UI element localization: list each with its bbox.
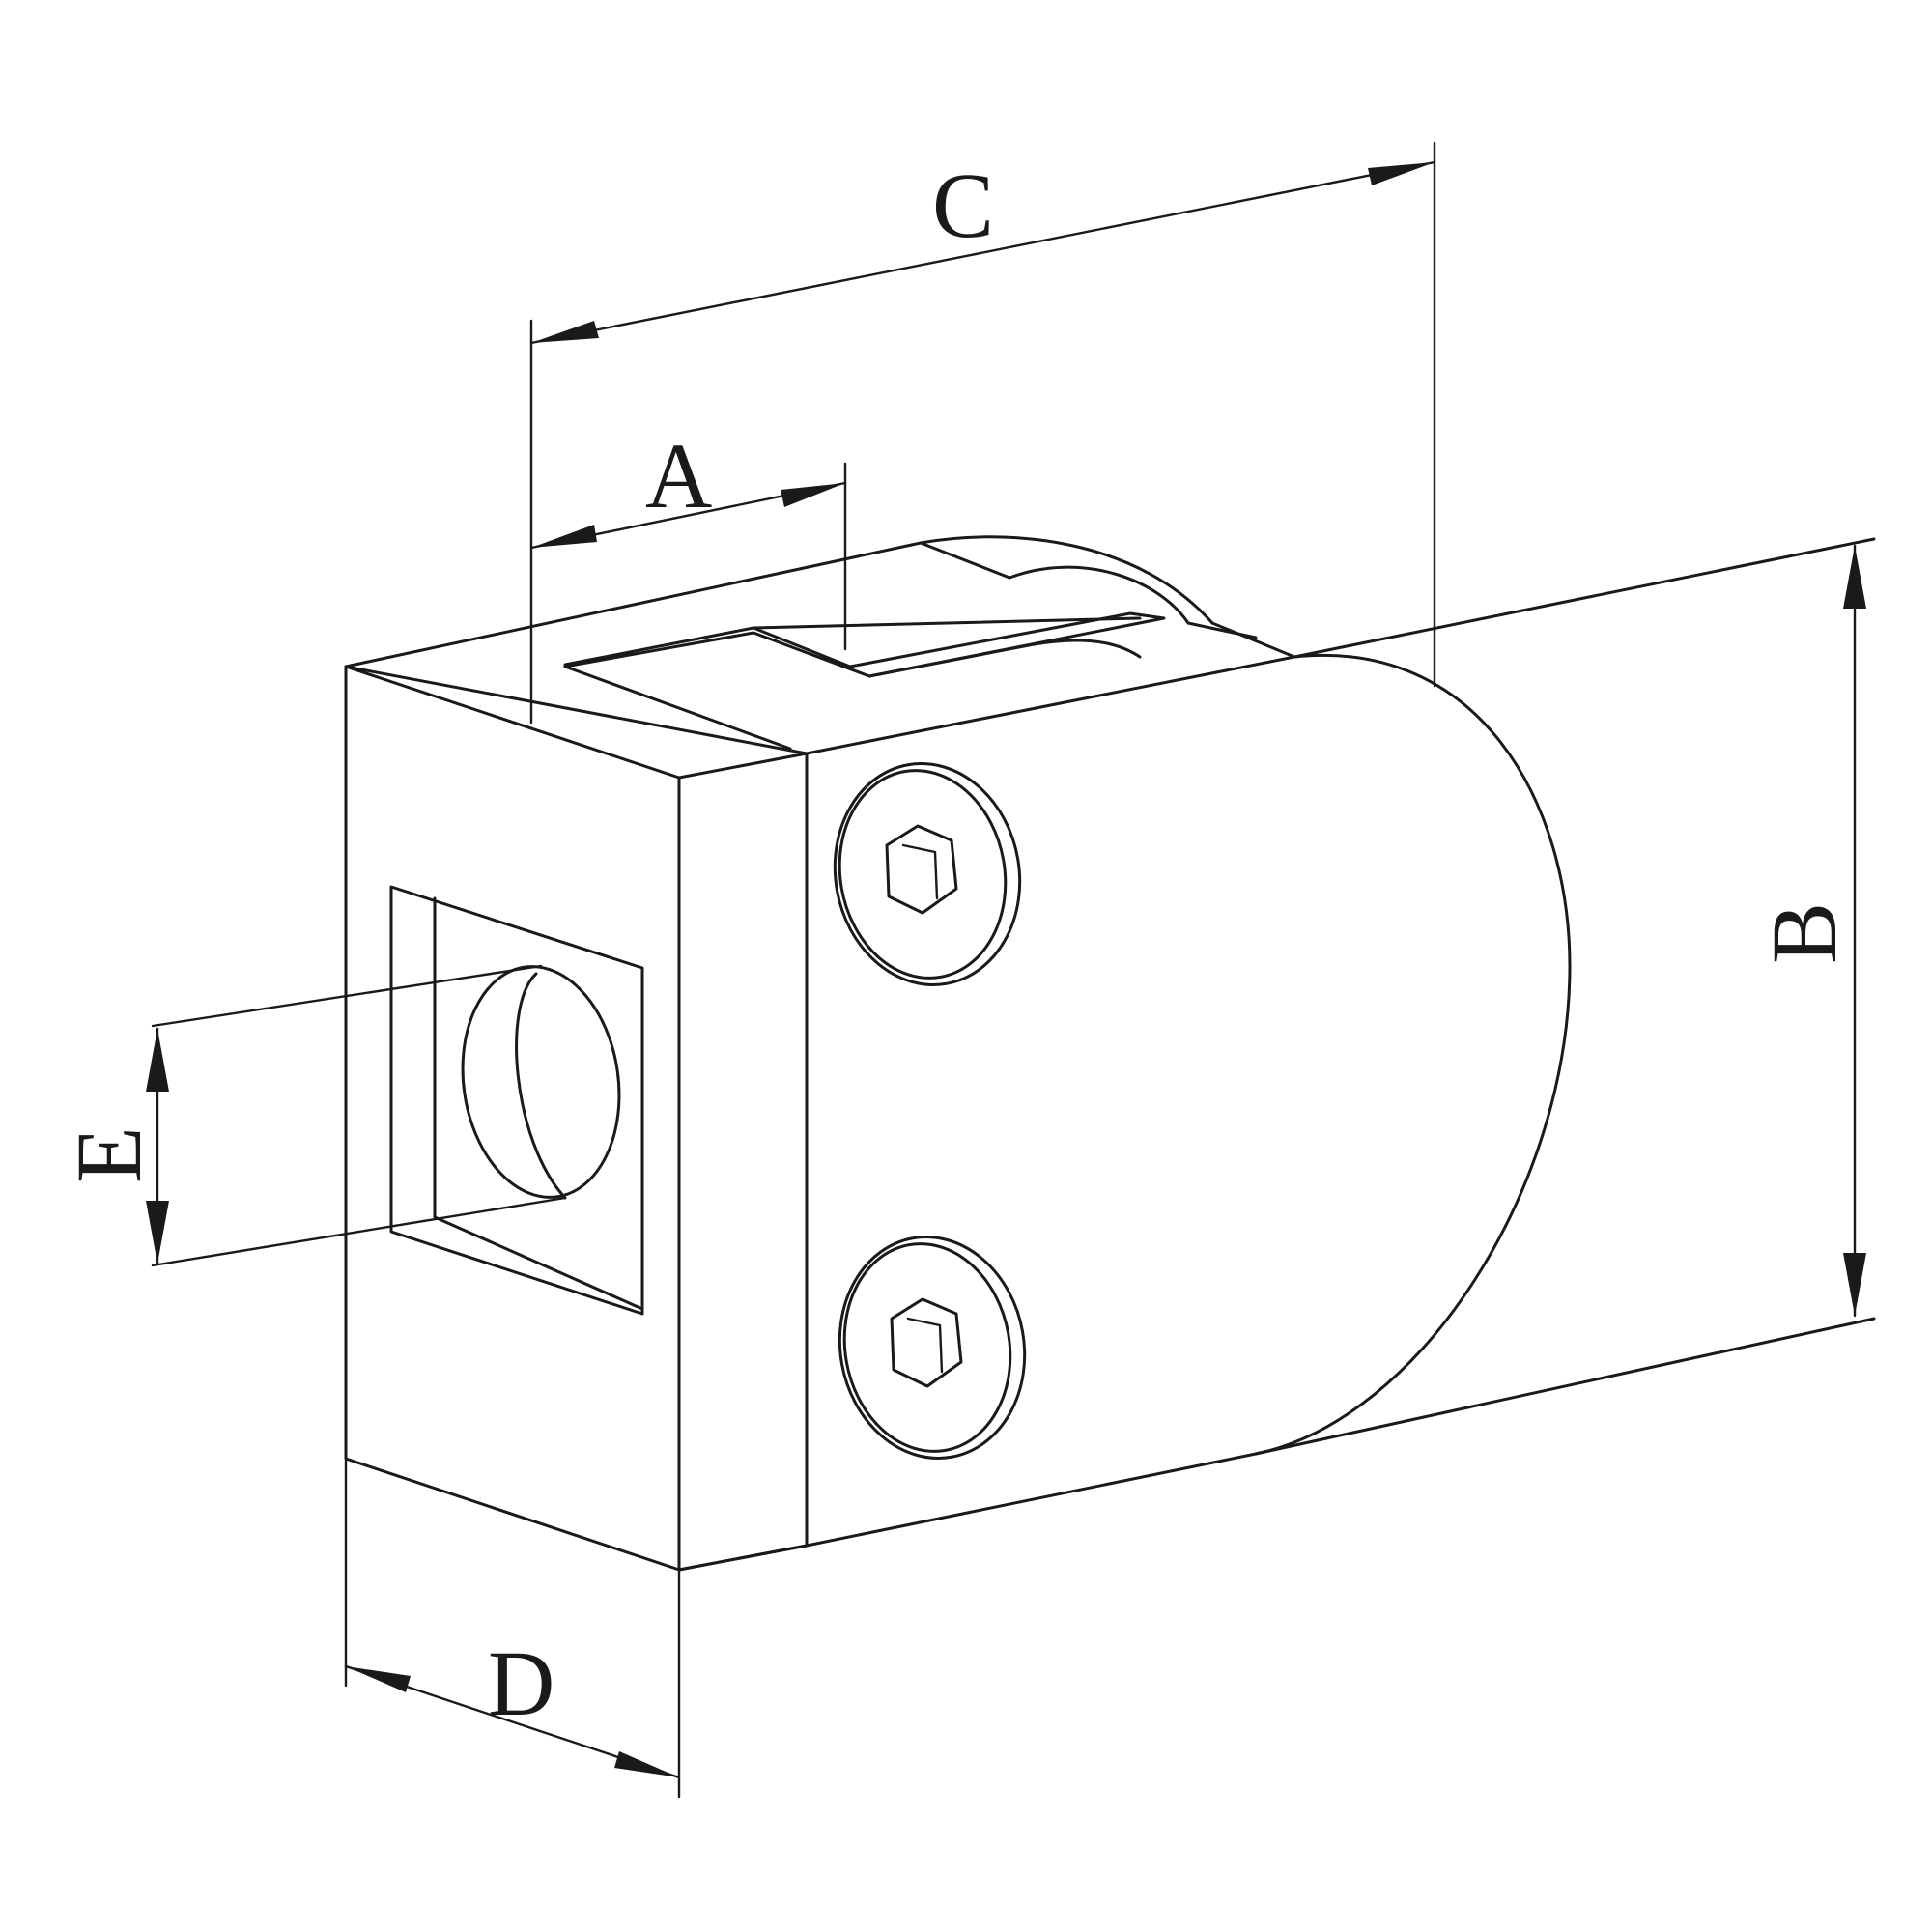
screw-bottom xyxy=(838,1236,1027,1460)
dim-c-label: C xyxy=(932,154,994,257)
screw-top-hex-socket-icon xyxy=(885,824,958,915)
dim-e-ext-top xyxy=(151,964,543,1028)
screw-bottom-head-inner xyxy=(842,1242,1012,1453)
screw-top-head-inner xyxy=(838,769,1008,980)
bore-outer xyxy=(461,965,621,1199)
dim-b-arrow-bottom xyxy=(1843,1253,1866,1316)
dim-d-arrow-left xyxy=(346,1666,411,1692)
screw-bottom-head-outer xyxy=(838,1236,1027,1460)
end-plate-side-face xyxy=(677,752,809,1572)
end-plate-front-face xyxy=(344,665,681,1572)
dim-b-arrow-top xyxy=(1843,546,1866,609)
dim-c-line xyxy=(529,160,1436,345)
screw-top-hex-inner xyxy=(901,843,939,900)
glass-slot-top xyxy=(563,611,1166,678)
back-round-contour-inner xyxy=(1008,565,1190,625)
clamp-body xyxy=(344,535,1876,1572)
screw-top xyxy=(833,762,1022,986)
screw-top-head-outer xyxy=(833,762,1022,986)
dim-b-label: B xyxy=(1752,902,1856,964)
dimension-e: E xyxy=(57,964,567,1267)
dim-c-arrow-right xyxy=(1368,162,1435,185)
back-top-line-2 xyxy=(1210,621,1296,659)
end-plate-recess xyxy=(389,885,644,1316)
dim-e-arrow-bottom xyxy=(146,1201,169,1264)
dim-a-label: A xyxy=(645,424,712,527)
dimension-b: B xyxy=(1752,544,1866,1318)
glass-slot-inner-curve xyxy=(867,639,1142,678)
dim-a-arrow-left xyxy=(531,525,597,548)
end-plate-top-back-edge xyxy=(344,541,923,668)
screw-bottom-hex-inner xyxy=(906,1317,944,1374)
end-plate-top-edge xyxy=(344,665,809,755)
dim-e-ext-bottom xyxy=(151,1196,567,1267)
glass-slot-top-line-2 xyxy=(752,616,1142,630)
body-bottom-outer-edge xyxy=(1254,1317,1876,1456)
bore-inner xyxy=(515,972,567,1200)
dimension-d: D xyxy=(344,1459,681,1799)
dim-e-arrow-top xyxy=(146,1029,169,1092)
dim-e-label: E xyxy=(57,1126,160,1183)
screw-bottom-hex-socket-icon xyxy=(890,1297,963,1388)
dim-c-arrow-left xyxy=(531,321,599,343)
glass-slot-top-line-1 xyxy=(563,665,792,751)
body-top-outer-edge xyxy=(1293,537,1876,659)
end-plate-recess-inner xyxy=(433,896,644,1311)
dim-d-label: D xyxy=(488,1632,554,1735)
dim-d-arrow-right xyxy=(614,1751,679,1777)
body-bottom-edge xyxy=(677,1452,1258,1572)
back-top-line-1 xyxy=(919,541,1011,580)
back-top-line-3 xyxy=(1186,621,1258,639)
rounded-face-outline xyxy=(1254,653,1572,1456)
dim-a-arrow-right xyxy=(781,483,845,507)
body-top-front-edge xyxy=(805,655,1296,755)
back-round-contour xyxy=(919,535,1214,625)
dimension-a: A xyxy=(529,424,847,651)
dimension-c: C xyxy=(529,141,1436,724)
